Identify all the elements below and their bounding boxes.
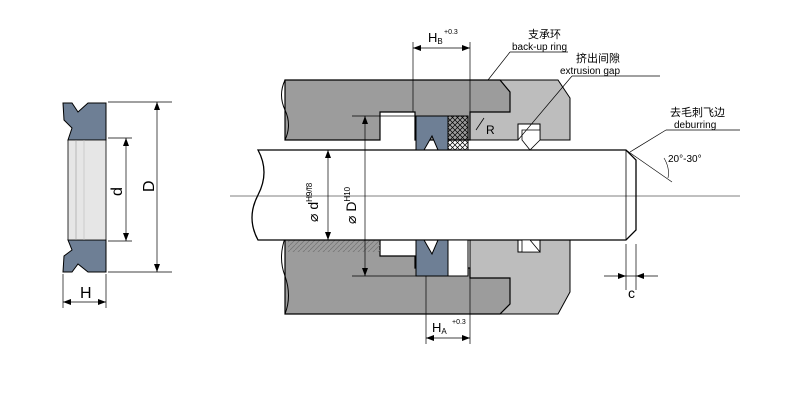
seal-profile-lower (62, 239, 107, 273)
ha-dimension-label: HA (432, 320, 447, 336)
seal-profile-upper (62, 102, 107, 141)
piston-rod (251, 149, 637, 241)
hb-tolerance: +0.3 (444, 29, 458, 36)
backup-ring-label-en: back-up ring (512, 42, 567, 53)
backup-ring-label-cn: 支承环 (528, 28, 561, 41)
chamfer-angle-label: 20°-30° (668, 154, 702, 165)
extrusion-gap-label-en: extrusion gap (560, 66, 620, 77)
ha-tolerance: +0.3 (452, 319, 466, 326)
assembly-view: R HB +0.3 HA +0.3 ⌀ dH9/f8 ⌀ DH10 支承环 (230, 28, 740, 344)
rod-diameter-label: ⌀ dH9/f8 (305, 182, 321, 222)
c-dimension-label: c (628, 285, 635, 301)
deburring-label-en: deburring (674, 120, 716, 131)
D-dimension-label: D (141, 180, 158, 192)
d-dimension-label: d (109, 187, 126, 196)
seal-lower (415, 239, 449, 277)
hb-dimension-label: HB (428, 30, 443, 46)
extrusion-gap-label-cn: 挤出间隙 (576, 51, 620, 65)
backup-ring-upper (447, 115, 469, 151)
bore-diameter-label: ⌀ DH10 (343, 186, 359, 224)
seal-profile-view: d D H (62, 101, 172, 308)
seal-upper (415, 115, 449, 151)
radius-label: R (486, 123, 495, 137)
deburring-label-cn: 去毛刺飞边 (670, 106, 725, 119)
H-dimension-label: H (80, 285, 92, 302)
